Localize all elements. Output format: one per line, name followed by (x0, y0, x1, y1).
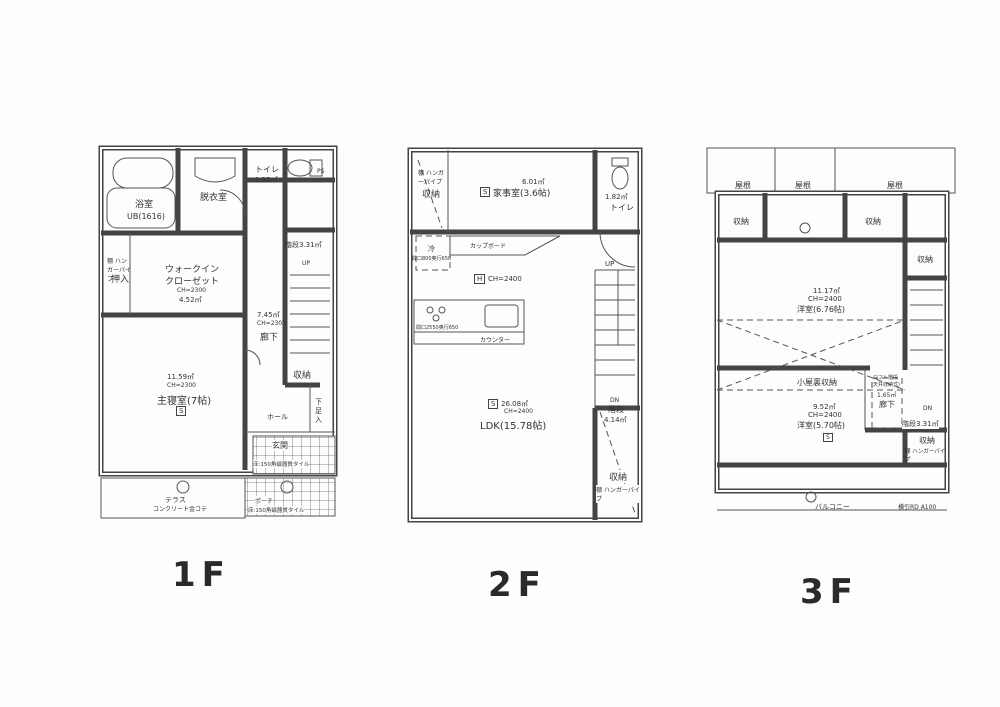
floor-plan-1f: 浴室 UB(1616) 脱衣室 トイレ 1.33㎡ PS 階段3.31㎡ UP … (95, 140, 345, 530)
room-storage-bottom-label: 収納 (919, 436, 935, 445)
room-corridor-ch: CH=2300 (257, 320, 286, 327)
room-bath-unit: UB(1616) (127, 212, 165, 221)
roof-right-label: 屋根 (887, 181, 903, 190)
room-storage-top-label: 収納 (422, 190, 441, 200)
room-shoe-label: 下足入 (315, 398, 322, 424)
sensor-icon: S (823, 433, 833, 442)
room-stairs-up: UP (605, 260, 615, 268)
room-terrace-label: テラス (165, 496, 186, 504)
floor-plan-3f: 屋根 屋根 屋根 収納 収納 収納 11.17㎡ CH=2400 洋室(6.76… (705, 140, 960, 535)
room-toilet-label: トイレ (255, 165, 279, 174)
room-bedroom-b-ch: CH=2400 (808, 411, 842, 419)
room-balcony-label: バルコニー (815, 503, 850, 511)
sensor-icon: S (176, 406, 187, 416)
room-storage-label: 収納 (293, 371, 312, 381)
room-toilet-area: 1.33㎡ (255, 176, 278, 184)
room-corridor-label: 廊下 (879, 400, 895, 409)
room-stairs-dn: DN (610, 397, 620, 404)
room-storage-right-label: 収納 (917, 255, 933, 264)
room-stairs-dir: DN (923, 405, 933, 412)
room-bath-label: 浴室 (135, 200, 154, 210)
room-terrace-floor: コンクリート金コテ (153, 506, 208, 513)
room-dressing-label: 脱衣室 (200, 193, 228, 203)
room-closet-label: 押入 (111, 275, 130, 285)
room-bedroom-a-label: 洋室(6.76帖) (797, 305, 846, 314)
room-kitchen-size: 間口2550奥行650 (416, 324, 459, 331)
room-ldk-ch: CH=2400 (504, 408, 533, 415)
room-porch-floor: 床:150角磁器質タイル (248, 506, 305, 514)
room-hall-label: ホール (267, 413, 288, 421)
room-master-area: 11.59㎡ (167, 373, 195, 381)
floor-plan-2f-drawing (407, 147, 643, 523)
room-toilet-label: トイレ (610, 203, 634, 212)
room-attic-label: 小屋裏収納 (797, 377, 837, 388)
floor-plan-2f: 棚 ハンガーパイプ 収納 6.01㎡ S 家事室(3.6帖) 1.82㎡ トイレ… (400, 140, 650, 530)
sensor-icon: S (488, 399, 499, 409)
room-storage-bottom-note: 棚 ハンガーパイプ (596, 485, 640, 503)
room-corridor-label: 廊下 (260, 333, 279, 343)
floor-plan-3f-drawing (706, 147, 956, 511)
room-loft-ladder-label: ロフト階段 (873, 375, 899, 381)
floor-label-3f: 3F (800, 572, 859, 612)
room-stairs-area: 4.14㎡ (604, 416, 627, 424)
room-utility-area: 6.01㎡ (522, 178, 545, 186)
floor-plan-1f-drawing (98, 145, 338, 519)
room-entrance-floor: 床:150角磁器質タイル (253, 460, 310, 468)
room-entrance-label: 玄関 (272, 440, 288, 451)
room-master-ch: CH=2300 (167, 382, 196, 389)
room-ps-label: PS (317, 168, 325, 175)
room-corridor-area: 1.65㎡ (877, 392, 897, 399)
room-stairs-label: 階段3.31㎡ (285, 241, 322, 249)
room-storage-left-label: 収納 (733, 217, 749, 226)
floor-label-1f: 1F (172, 555, 231, 595)
room-fridge-label: 冷 (428, 245, 435, 253)
room-stairs-dir: UP (302, 260, 311, 267)
room-toilet-area: 1.82㎡ (605, 193, 628, 201)
room-cupboard-label: カップボード (470, 243, 507, 250)
room-ldk-label: LDK(15.78帖) (480, 421, 547, 432)
room-stairs-label: 階段3.31㎡ (902, 419, 939, 429)
room-storage-bottom-label: 収納 (609, 470, 628, 483)
room-corridor-area: 7.45㎡ (257, 311, 280, 319)
room-counter-label: カウンター (480, 337, 511, 344)
roof-left-label: 屋根 (735, 181, 751, 190)
room-storage-bottom-note: 棚 ハンガーパイプ (905, 449, 946, 463)
room-wic-ch: CH=2300 (177, 287, 206, 294)
room-bedroom-a-ch: CH=2400 (808, 295, 842, 303)
room-storage-top-note: 棚 ハンガーパイプ (418, 170, 444, 186)
room-porch-label: ポーチ (255, 496, 274, 505)
room-bedroom-b-label: 洋室(5.70帖) (797, 421, 846, 430)
sensor-icon: S (480, 187, 491, 197)
room-stairs-label: 階段 (608, 405, 624, 414)
room-balcony-drain: 横引RD A100 (898, 504, 937, 511)
roof-center-label: 屋根 (795, 181, 811, 190)
heat-sensor-icon: H (474, 274, 486, 284)
room-closet-note: 棚 ハンガーパイプ (107, 258, 131, 283)
floor-label-2f: 2F (488, 565, 547, 605)
room-hood-ch: CH=2400 (488, 275, 522, 283)
room-wic-label-2: クローゼット (165, 277, 220, 287)
room-wic-label-1: ウォークイン (165, 265, 220, 275)
room-utility-label: 家事室(3.6帖) (493, 189, 551, 199)
room-wic-area: 4.52㎡ (179, 296, 202, 304)
room-fridge-size: 間口800奥行650 (412, 256, 452, 262)
room-master-label: 主寝室(7帖) (157, 396, 212, 407)
room-ldk-area: 26.08㎡ (501, 400, 529, 408)
room-storage-center-label: 収納 (865, 217, 881, 226)
room-loft-ladder-note: (天井収納式) (871, 382, 900, 388)
room-bedroom-b-area: 9.52㎡ (813, 403, 836, 411)
room-bedroom-a-area: 11.17㎡ (813, 287, 841, 295)
